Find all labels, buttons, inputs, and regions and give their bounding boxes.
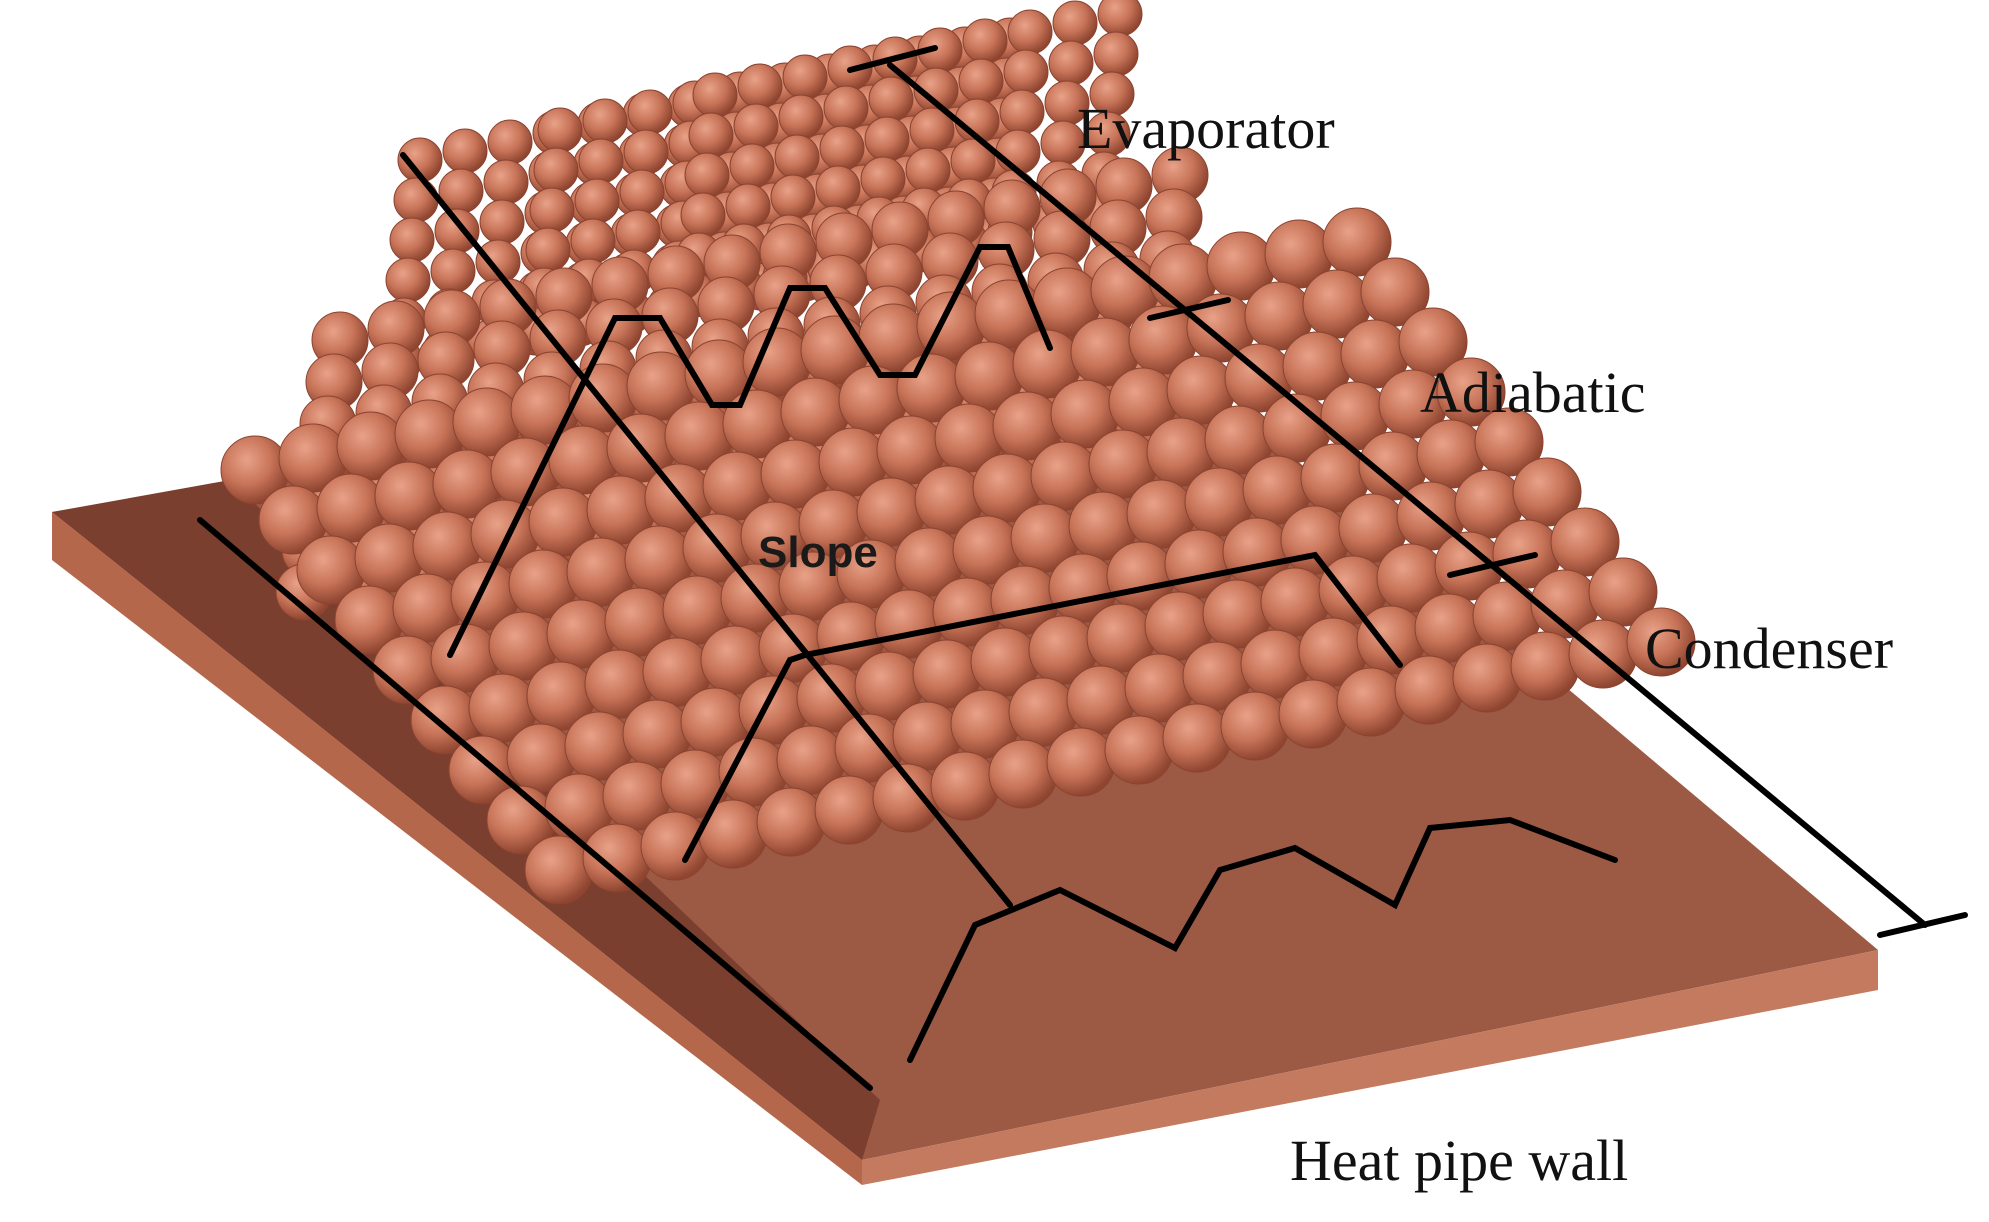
particle — [578, 138, 624, 184]
particle — [393, 177, 439, 223]
particle — [1278, 679, 1348, 749]
particle — [1007, 9, 1053, 55]
particle — [819, 125, 865, 171]
particle — [1162, 703, 1232, 773]
particle — [537, 107, 583, 153]
particle — [823, 85, 869, 131]
slope-line — [400, 152, 1013, 908]
particle — [729, 143, 775, 189]
particle — [430, 248, 476, 294]
particle — [1052, 0, 1098, 46]
particle — [533, 147, 579, 193]
bracket-tick-top — [847, 45, 938, 73]
particle — [1220, 691, 1290, 761]
particle — [1626, 607, 1696, 677]
particle — [737, 63, 783, 109]
particle — [525, 227, 571, 273]
particle — [475, 239, 521, 285]
particle — [688, 112, 734, 158]
section-bracket-line — [887, 62, 1928, 928]
particle — [619, 169, 665, 215]
plate-right-face — [862, 950, 1878, 1185]
particle — [483, 159, 529, 205]
particle — [582, 98, 628, 144]
particle — [774, 134, 820, 180]
particle — [999, 89, 1045, 135]
particle — [623, 129, 669, 175]
particle — [1048, 40, 1094, 86]
particle — [487, 119, 533, 165]
particle — [1003, 49, 1049, 95]
particle — [640, 811, 710, 881]
particle — [725, 183, 771, 229]
particle — [582, 823, 652, 893]
particle — [962, 18, 1008, 64]
particle — [864, 116, 910, 162]
particle — [1097, 0, 1143, 37]
particle — [389, 217, 435, 263]
adiabatic-label: Adiabatic — [1420, 360, 1645, 425]
particle — [868, 76, 914, 122]
particle — [479, 199, 525, 245]
particle — [1452, 643, 1522, 713]
bracket-tick-condenser — [1447, 552, 1538, 578]
particle — [988, 739, 1058, 809]
particle — [442, 128, 488, 174]
plate-front-face — [52, 512, 862, 1185]
particle — [814, 775, 884, 845]
particle — [570, 218, 616, 264]
particle — [627, 89, 673, 135]
particle — [434, 208, 480, 254]
particle — [385, 257, 431, 303]
evaporator-profile-line — [447, 244, 1053, 658]
particle — [1104, 715, 1174, 785]
particle — [574, 178, 620, 224]
condenser-label: Condenser — [1645, 616, 1893, 681]
particle — [815, 165, 861, 211]
particle — [958, 58, 1004, 104]
particle — [1046, 727, 1116, 797]
particle — [995, 129, 1041, 175]
particle — [692, 72, 738, 118]
particle — [1510, 631, 1580, 701]
particle — [615, 209, 661, 255]
adiabatic-profile-line — [682, 551, 1403, 863]
particle — [1336, 667, 1406, 737]
evaporator-label: Evaporator — [1077, 96, 1335, 161]
particle — [756, 787, 826, 857]
particle — [680, 192, 726, 238]
particle — [1093, 31, 1139, 77]
condenser-profile-line — [907, 816, 1618, 1063]
bracket-tick-bottom — [1877, 912, 1968, 938]
annotation-lines — [197, 45, 1968, 1091]
particle — [930, 751, 1000, 821]
particle — [770, 174, 816, 220]
slope-label: Slope — [758, 528, 878, 577]
wick-edge-line — [197, 517, 873, 1091]
particle — [860, 156, 906, 202]
particle — [529, 187, 575, 233]
heat-pipe-wall-label: Heat pipe wall — [1290, 1128, 1628, 1193]
plate-shadow-band — [52, 480, 880, 1160]
bracket-tick-adiabatic — [1147, 297, 1231, 321]
particle — [733, 103, 779, 149]
particle — [778, 94, 824, 140]
particle — [782, 54, 828, 100]
particle — [684, 152, 730, 198]
particle — [1394, 655, 1464, 725]
particle — [905, 147, 951, 193]
